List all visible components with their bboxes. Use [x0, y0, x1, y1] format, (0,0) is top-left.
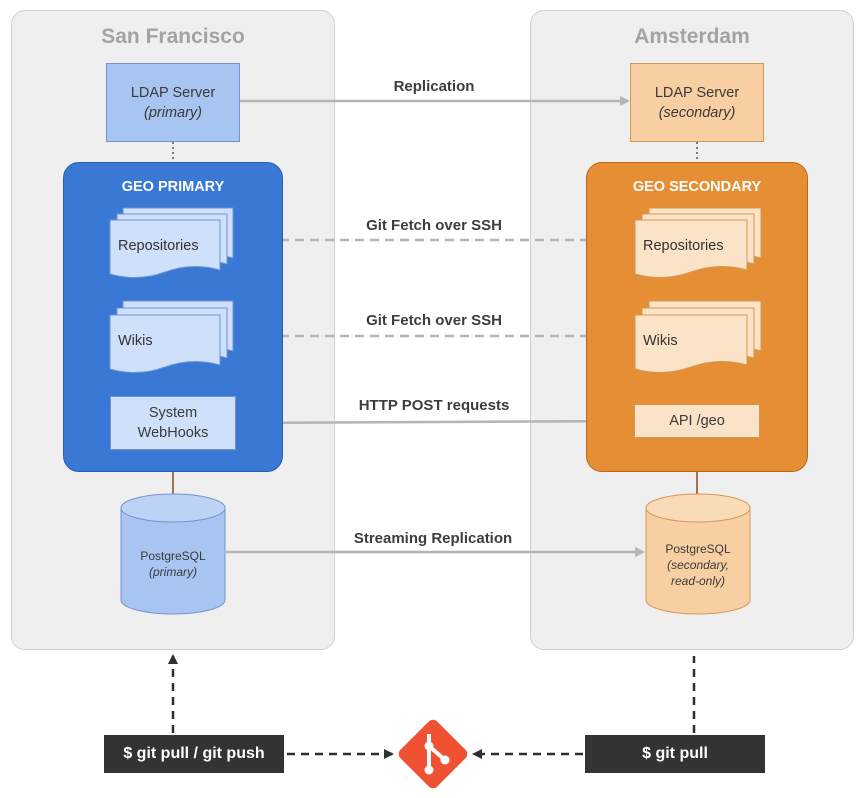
git-pull-push-command: $ git pull / git push [104, 735, 284, 773]
geo-primary-title: GEO PRIMARY [121, 179, 225, 195]
system-webhooks-box: System WebHooks [110, 396, 236, 450]
wikis-primary-label: Wikis [118, 333, 153, 349]
webhooks-line2: WebHooks [137, 425, 209, 441]
postgresql-secondary-sub1: (secondary, [667, 558, 729, 572]
site-title-san-francisco: San Francisco [101, 25, 245, 48]
postgresql-secondary-name: PostgreSQL [665, 542, 731, 556]
repositories-secondary-label: Repositories [643, 238, 724, 254]
repos-secondary-stack-icon [634, 207, 762, 278]
streaming-replication-label: Streaming Replication [353, 530, 513, 547]
geo-secondary-title: GEO SECONDARY [632, 179, 762, 195]
repos-primary-stack-icon [109, 207, 234, 278]
webhooks-line1: System [148, 405, 198, 421]
ldap-server-secondary: LDAP Server (secondary) [630, 63, 764, 142]
git-fetch-repos-label: Git Fetch over SSH [366, 217, 502, 234]
api-geo-box: API /geo [634, 404, 760, 438]
repositories-primary-label: Repositories [118, 238, 199, 254]
postgresql-primary-db-icon [120, 493, 226, 615]
replication-label: Replication [393, 78, 475, 95]
postgresql-secondary-label: PostgreSQL (secondary, read-only) [665, 541, 730, 589]
postgresql-secondary-db-icon [645, 493, 751, 615]
ldap-primary-sub: (primary) [144, 104, 202, 121]
postgresql-secondary-sub2: read-only) [670, 574, 726, 588]
wikis-primary-stack-icon [109, 300, 234, 373]
git-fetch-wikis-label: Git Fetch over SSH [366, 312, 502, 329]
postgresql-primary-name: PostgreSQL [140, 549, 206, 563]
git-pull-command: $ git pull [585, 735, 765, 773]
http-post-label: HTTP POST requests [358, 397, 510, 414]
ldap-server-primary: LDAP Server (primary) [106, 63, 240, 142]
postgresql-primary-label: PostgreSQL (primary) [140, 548, 205, 580]
ldap-primary-label: LDAP Server [130, 84, 216, 101]
wikis-secondary-label: Wikis [643, 333, 678, 349]
wikis-secondary-stack-icon [634, 300, 762, 373]
ldap-secondary-sub: (secondary) [658, 104, 736, 121]
ldap-secondary-label: LDAP Server [654, 84, 740, 101]
site-title-amsterdam: Amsterdam [634, 25, 750, 48]
http-post-arrow [235, 416, 634, 427]
postgresql-primary-sub: (primary) [149, 565, 197, 579]
api-geo-label: API /geo [669, 413, 725, 429]
